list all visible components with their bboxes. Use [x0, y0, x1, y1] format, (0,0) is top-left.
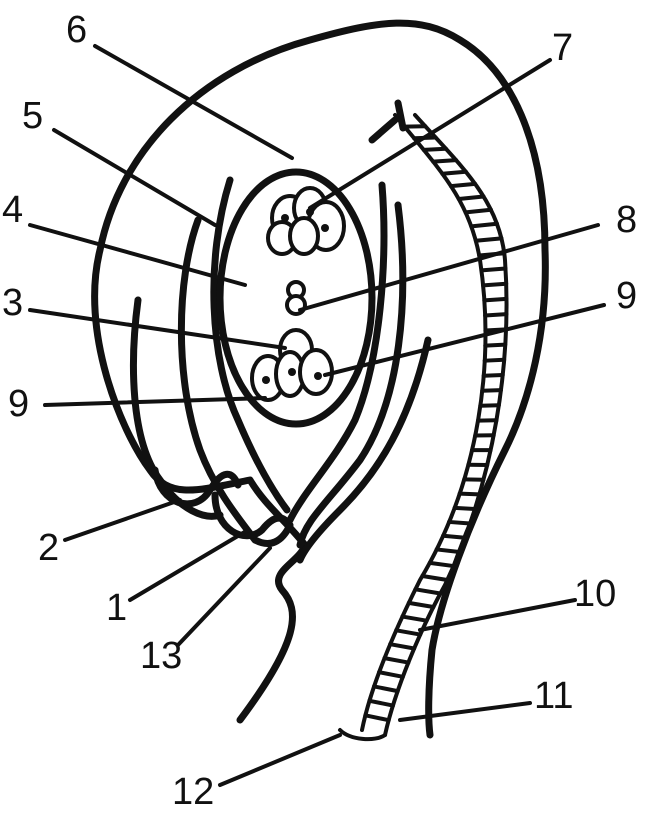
leader-2 [63, 498, 182, 542]
label-11: 11 [534, 675, 573, 717]
label-3: 3 [2, 282, 23, 324]
nucellus-left-wall [210, 176, 291, 514]
leader-7 [308, 58, 552, 210]
nucellus-right-wall [286, 181, 388, 524]
leader-11 [398, 701, 532, 722]
label-1: 1 [106, 587, 127, 629]
vascular-rung [413, 587, 443, 596]
vascular-rung [483, 312, 509, 318]
raphe-wall [296, 336, 432, 564]
vascular-bundle [338, 113, 509, 742]
vascular-rung [480, 388, 503, 393]
vascular-rung [382, 656, 411, 665]
egg-apparatus [266, 186, 346, 256]
vascular-rung [479, 266, 508, 273]
vascular-rung [406, 600, 436, 610]
vascular-rung [482, 357, 507, 363]
vascular-rung [427, 560, 456, 569]
outer-integument-inner-line [177, 216, 294, 547]
label-10: 10 [574, 573, 616, 615]
label-13: 13 [140, 635, 182, 677]
leader-lines [28, 44, 606, 787]
label-9-left: 9 [8, 383, 29, 425]
vascular-rung [481, 372, 505, 378]
vascular-rung [420, 573, 450, 582]
vascular-rung [457, 491, 482, 497]
vascular-rung [421, 146, 448, 152]
label-12: 12 [172, 771, 214, 813]
leader-5 [52, 128, 217, 227]
label-2: 2 [38, 527, 59, 569]
base-lobe-right [211, 491, 289, 540]
label-9-right: 9 [616, 275, 637, 317]
label-8: 8 [616, 199, 637, 241]
vascular-rung [377, 670, 405, 679]
vascular-rung [452, 505, 477, 511]
vascular-rung [363, 713, 391, 723]
vascular-rung [400, 614, 429, 623]
vascular-rung [482, 296, 509, 303]
vascular-rung [483, 342, 508, 348]
vascular-rung [447, 519, 473, 526]
vascular-rung [481, 281, 509, 288]
vascular-rung [394, 628, 423, 637]
vascular-rung [473, 236, 504, 243]
vascular-rung [440, 169, 468, 176]
label-7: 7 [552, 27, 573, 69]
leader-13 [176, 546, 272, 647]
label-4: 4 [2, 189, 23, 231]
base-lobe-left [151, 466, 242, 508]
leader-4 [28, 223, 247, 287]
leader-12 [218, 733, 342, 787]
leader-8 [298, 223, 600, 312]
leader-3 [28, 308, 287, 350]
vascular-rung [431, 158, 459, 164]
leader-9a [43, 396, 267, 407]
vascular-rung [448, 181, 478, 189]
antipodal-cells [250, 328, 334, 402]
vascular-rung [463, 207, 493, 215]
leader-10 [418, 598, 577, 632]
funiculus-side-wall [296, 201, 407, 549]
vascular-rung [478, 403, 501, 408]
vascular-rung [388, 642, 417, 651]
vascular-rung [469, 221, 500, 229]
vascular-rung [367, 698, 395, 708]
inner-integument-left [129, 296, 224, 520]
vascular-rung [434, 547, 462, 555]
vascular-rung [441, 533, 467, 540]
label-6: 6 [66, 9, 87, 51]
embryo-sac [216, 168, 376, 428]
leader-6 [93, 44, 294, 160]
vascular-rung [372, 684, 400, 694]
leader-9b [323, 303, 606, 377]
outer-integument-outline [91, 19, 549, 739]
leader-1 [128, 528, 250, 602]
vascular-rung [456, 194, 486, 201]
label-5: 5 [22, 95, 43, 137]
